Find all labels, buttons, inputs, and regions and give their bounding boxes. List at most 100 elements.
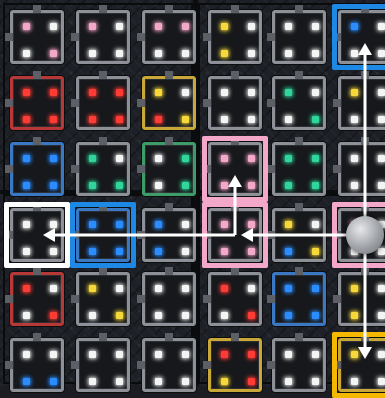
tile-r4-c2[interactable] — [142, 272, 196, 326]
tile-light-pink — [248, 221, 255, 228]
tile-light-red — [50, 312, 57, 319]
tile-light-white — [378, 116, 385, 123]
tile-light-white — [155, 351, 162, 358]
tile-r5-c5[interactable] — [338, 338, 385, 392]
tile-light-blue — [50, 155, 57, 162]
tile-light-white — [182, 312, 189, 319]
tile-light-white — [378, 248, 385, 255]
tile-light-white — [312, 89, 319, 96]
tile-light-white — [221, 116, 228, 123]
tile-r1-c3[interactable] — [208, 76, 262, 130]
tile-r4-c1[interactable] — [76, 272, 130, 326]
tile-light-white — [248, 89, 255, 96]
tile-light-white — [116, 378, 123, 385]
tile-light-yellow — [351, 312, 358, 319]
tile-light-pink — [221, 248, 228, 255]
tile-light-white — [378, 155, 385, 162]
tile-r2-c5[interactable] — [338, 142, 385, 196]
tile-r2-c3[interactable] — [208, 142, 262, 196]
player-ball[interactable] — [346, 216, 384, 254]
tile-r5-c1[interactable] — [76, 338, 130, 392]
tile-r0-c1[interactable] — [76, 10, 130, 64]
tile-light-white — [23, 351, 30, 358]
tile-light-pink — [155, 23, 162, 30]
tile-light-white — [285, 378, 292, 385]
tile-light-white — [89, 50, 96, 57]
tile-light-red — [221, 351, 228, 358]
tile-r1-c5[interactable] — [338, 76, 385, 130]
tile-light-red — [89, 116, 96, 123]
tile-light-white — [116, 351, 123, 358]
tile-light-white — [351, 155, 358, 162]
tile-light-white — [351, 182, 358, 189]
tile-r1-c2[interactable] — [142, 76, 196, 130]
tile-r3-c4[interactable] — [272, 208, 326, 262]
tile-r2-c2[interactable] — [142, 142, 196, 196]
tile-light-pink — [221, 182, 228, 189]
tile-light-pink — [248, 182, 255, 189]
tile-light-white — [50, 221, 57, 228]
tile-light-white — [155, 182, 162, 189]
tile-r0-c5[interactable] — [338, 10, 385, 64]
tile-light-white — [50, 351, 57, 358]
tile-r4-c0[interactable] — [10, 272, 64, 326]
tile-r4-c4[interactable] — [272, 272, 326, 326]
tile-r3-c0[interactable] — [10, 208, 64, 262]
tile-r5-c3[interactable] — [208, 338, 262, 392]
tile-light-yellow — [351, 285, 358, 292]
tile-light-green — [285, 155, 292, 162]
tile-light-red — [50, 116, 57, 123]
tile-light-white — [378, 182, 385, 189]
tile-r2-c0[interactable] — [10, 142, 64, 196]
tile-r5-c0[interactable] — [10, 338, 64, 392]
tile-light-white — [378, 89, 385, 96]
tile-light-red — [89, 89, 96, 96]
tile-light-yellow — [351, 89, 358, 96]
tile-light-white — [182, 50, 189, 57]
tile-light-white — [312, 351, 319, 358]
tile-r3-c1[interactable] — [76, 208, 130, 262]
tile-light-red — [23, 285, 30, 292]
tile-light-blue — [23, 378, 30, 385]
tile-r0-c4[interactable] — [272, 10, 326, 64]
tile-light-white — [312, 221, 319, 228]
tile-light-white — [50, 248, 57, 255]
tile-light-white — [182, 248, 189, 255]
tile-light-green — [312, 116, 319, 123]
tile-light-green — [312, 155, 319, 162]
tile-light-white — [155, 155, 162, 162]
tile-r5-c2[interactable] — [142, 338, 196, 392]
tile-light-blue — [116, 221, 123, 228]
tile-light-blue — [50, 378, 57, 385]
tile-r2-c4[interactable] — [272, 142, 326, 196]
tile-r0-c3[interactable] — [208, 10, 262, 64]
tile-light-blue — [89, 221, 96, 228]
tile-light-white — [23, 221, 30, 228]
tile-r0-c2[interactable] — [142, 10, 196, 64]
tile-r5-c4[interactable] — [272, 338, 326, 392]
tile-light-white — [182, 378, 189, 385]
tile-light-white — [116, 23, 123, 30]
tile-light-white — [182, 221, 189, 228]
tile-light-white — [116, 285, 123, 292]
tile-r2-c1[interactable] — [76, 142, 130, 196]
tile-light-red — [50, 89, 57, 96]
tile-r3-c2[interactable] — [142, 208, 196, 262]
tile-light-white — [182, 351, 189, 358]
tile-light-green — [285, 89, 292, 96]
tile-r1-c0[interactable] — [10, 76, 64, 130]
tile-light-white — [248, 50, 255, 57]
tile-r0-c0[interactable] — [10, 10, 64, 64]
tile-r4-c3[interactable] — [208, 272, 262, 326]
tile-light-pink — [182, 23, 189, 30]
tile-light-white — [89, 378, 96, 385]
tile-light-blue — [23, 155, 30, 162]
tile-light-white — [351, 116, 358, 123]
tile-r1-c4[interactable] — [272, 76, 326, 130]
tile-light-pink — [221, 221, 228, 228]
tile-r3-c3[interactable] — [208, 208, 262, 262]
tile-r1-c1[interactable] — [76, 76, 130, 130]
tile-light-yellow — [351, 351, 358, 358]
tile-r4-c5[interactable] — [338, 272, 385, 326]
tile-light-yellow — [221, 378, 228, 385]
